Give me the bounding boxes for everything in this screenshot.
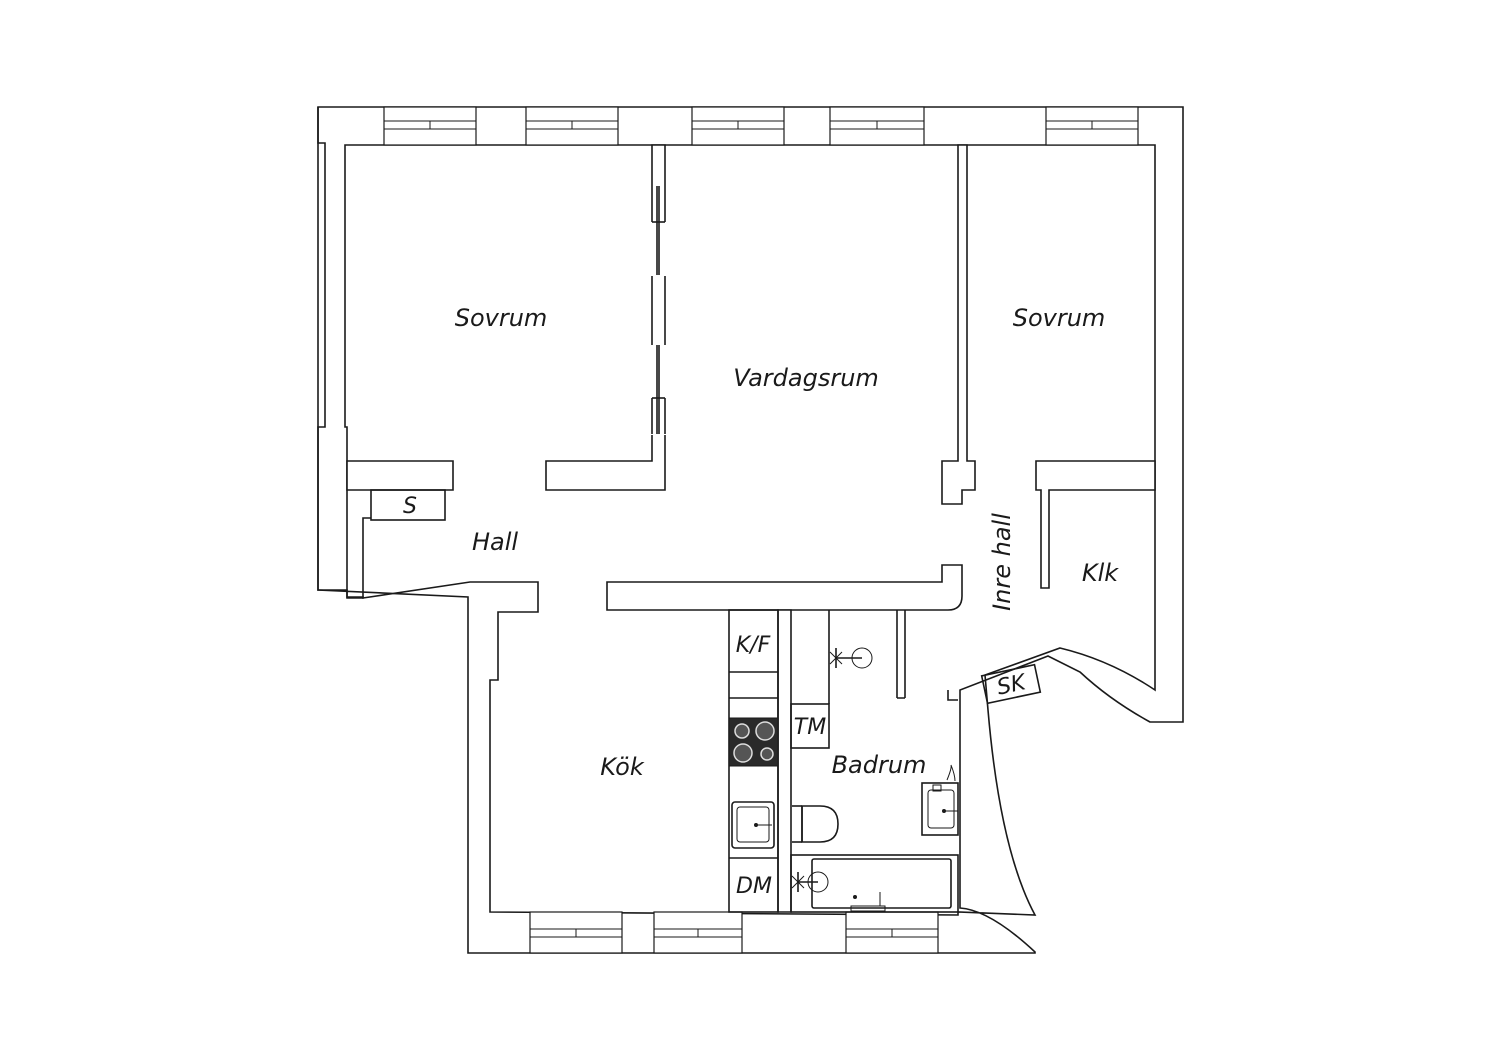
windows-top xyxy=(383,106,1139,146)
label-badrum: Badrum xyxy=(832,751,927,779)
wall-vardagsrum-right xyxy=(941,144,976,505)
wall-kitchen-bath xyxy=(777,609,792,913)
label-vardagsrum: Vardagsrum xyxy=(733,364,879,392)
s-box xyxy=(370,489,446,521)
wall-hall-lower xyxy=(606,564,963,611)
wall-sovrum-right-bottom xyxy=(1035,460,1156,589)
sliding-door xyxy=(649,186,666,435)
label-dm: DM xyxy=(736,874,772,899)
label-sk: SK xyxy=(995,670,1030,701)
label-tm: TM xyxy=(794,715,826,740)
bath-faucet-icon xyxy=(791,871,829,893)
label-hall: Hall xyxy=(472,528,518,556)
kitchen-sink-icon xyxy=(731,801,775,849)
bathtub-icon xyxy=(790,854,959,913)
label-sovrum-right: Sovrum xyxy=(1013,304,1106,332)
toilet-icon xyxy=(792,805,839,843)
outer-left-profile xyxy=(317,107,371,599)
bath-sink-icon xyxy=(921,764,959,836)
label-s: S xyxy=(403,494,417,519)
faucet-icon xyxy=(829,647,873,669)
sk-box xyxy=(980,663,1042,705)
label-kf: K/F xyxy=(736,633,771,658)
outer-wall xyxy=(317,106,1184,954)
wall-sovrum-left-bottom-right xyxy=(545,144,666,491)
label-sovrum-left: Sovrum xyxy=(455,304,548,332)
label-kok: Kök xyxy=(600,753,645,781)
label-inre-hall: Inre hall xyxy=(988,513,1016,611)
windows-bottom xyxy=(529,911,939,954)
tm-box xyxy=(790,703,830,749)
wall-bath-right xyxy=(947,690,958,701)
stove-icon xyxy=(728,717,779,767)
label-klk: Klk xyxy=(1082,559,1119,587)
wall-sovrum-left-bottom xyxy=(346,460,454,491)
wall-bath-upper xyxy=(828,610,906,704)
